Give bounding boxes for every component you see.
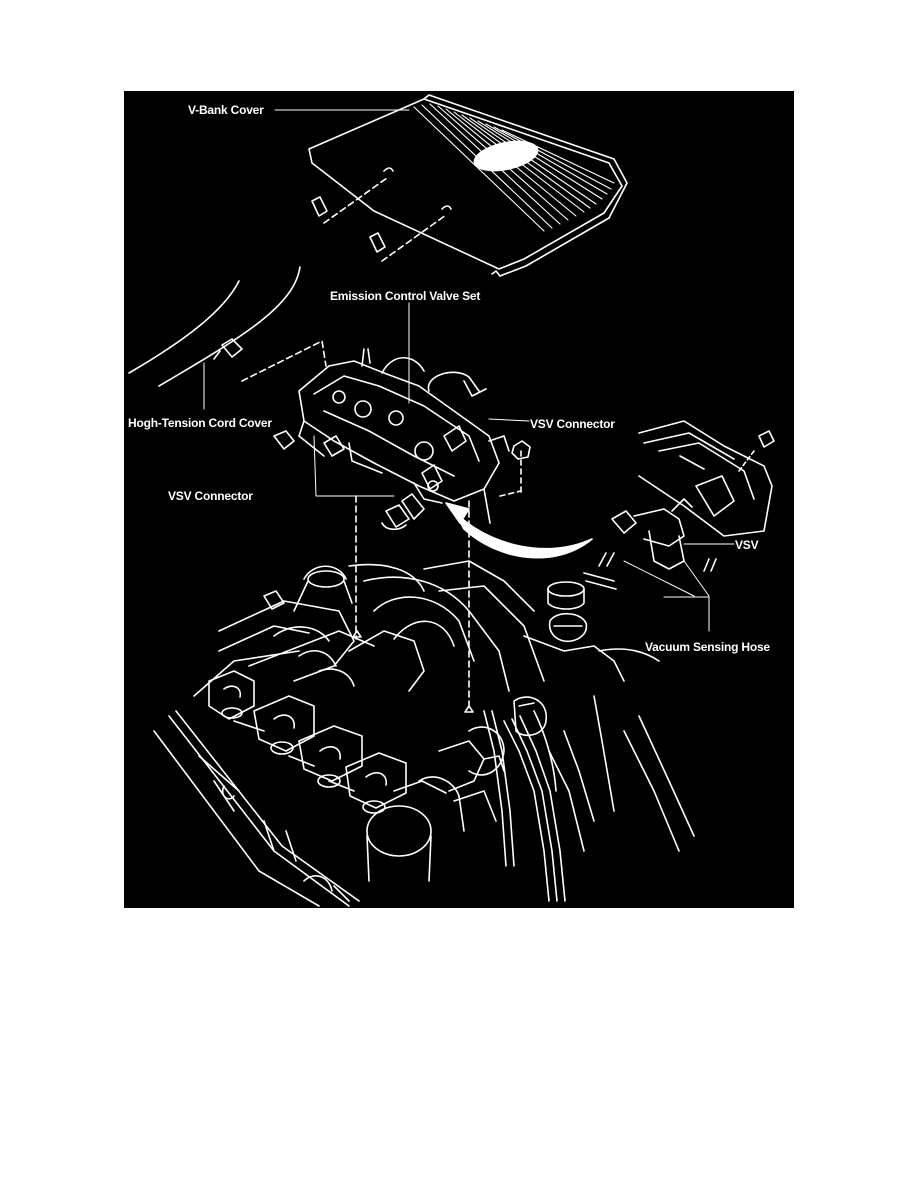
- intake-manifold-part: [218, 560, 660, 737]
- label-high-tension-cord-cover: Hogh-Tension Cord Cover: [128, 416, 272, 430]
- wiring-harness-part: [483, 695, 695, 902]
- exploded-parts-diagram: V-Bank Cover Emission Control Valve Set …: [124, 91, 794, 908]
- ignition-coils-part: [193, 630, 505, 882]
- vsv-detail-part: [598, 420, 775, 632]
- label-v-bank-cover: V-Bank Cover: [188, 103, 264, 117]
- diagram-drawing: [128, 94, 775, 907]
- label-vacuum-sensing-hose: Vacuum Sensing Hose: [645, 640, 770, 654]
- direction-arrow: [453, 510, 593, 559]
- label-vsv-connector-left: VSV Connector: [168, 489, 253, 503]
- v-bank-cover-part: [308, 94, 628, 277]
- label-vsv-connector-right: VSV Connector: [530, 417, 615, 431]
- left-panel-lines: [128, 266, 301, 410]
- engine-frame-lines: [153, 710, 360, 907]
- label-emission-control-valve-set: Emission Control Valve Set: [330, 289, 481, 303]
- emission-control-valve-set-part: [298, 348, 510, 524]
- label-vsv: VSV: [735, 538, 759, 552]
- vsv-connector-left-part: [381, 493, 425, 531]
